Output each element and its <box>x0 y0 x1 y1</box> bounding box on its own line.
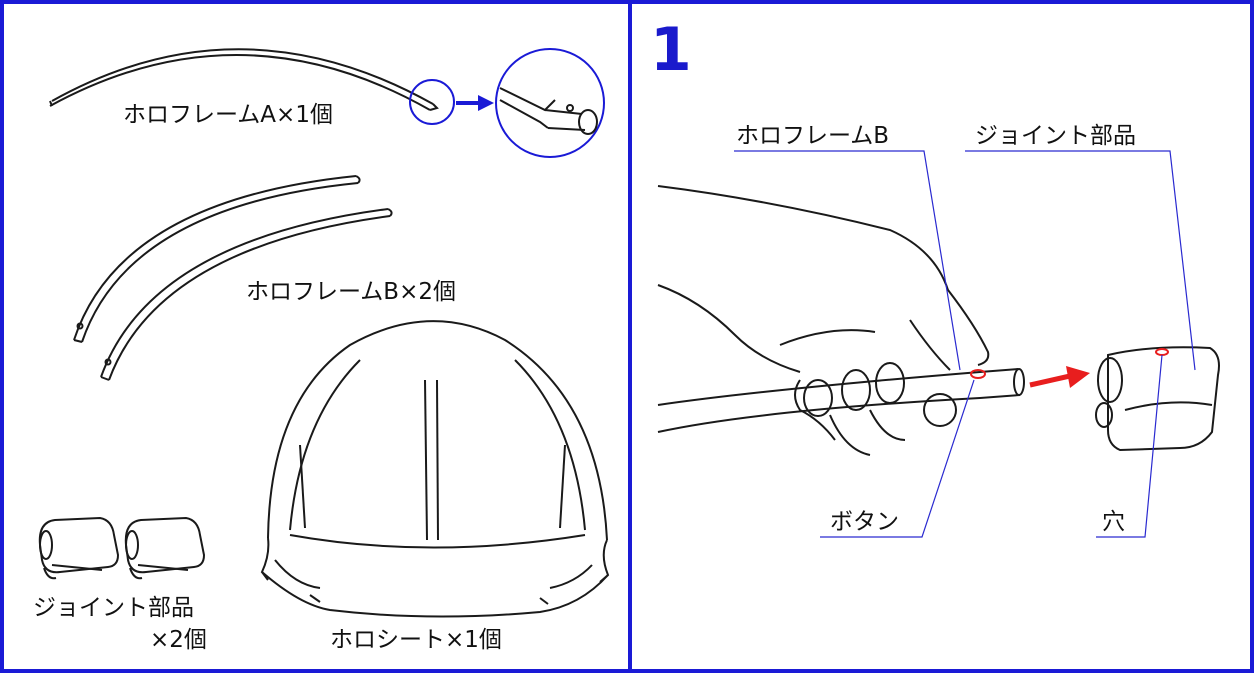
label-joint-callout: ジョイント部品 <box>975 123 1136 149</box>
label-frame-b: ホロフレームB×2個 <box>246 279 456 305</box>
label-hole-callout: 穴 <box>1102 509 1125 535</box>
frame-b-illustration <box>73 175 393 381</box>
label-frame-b-callout: ホロフレームB <box>736 123 890 149</box>
step-number: 1 <box>650 15 692 85</box>
zoom-detail-circle <box>495 48 605 158</box>
zoom-arrow-icon <box>456 95 494 111</box>
joint-part-closeup <box>1095 346 1220 452</box>
magnify-circle-icon <box>409 79 455 125</box>
leader-lines <box>734 150 1196 538</box>
insert-arrow-icon <box>1029 366 1090 388</box>
frame-a-illustration <box>49 48 439 111</box>
canopy-sheet-illustration <box>260 320 610 618</box>
frame-a-end-detail <box>499 87 598 135</box>
button-marker <box>970 369 986 379</box>
label-sheet: ホロシート×1個 <box>330 627 502 653</box>
frame-b-pole <box>657 368 1025 433</box>
label-joint-parts: ジョイント部品 <box>33 595 194 621</box>
hand-illustration <box>657 185 990 456</box>
label-joint-count: ×2個 <box>150 627 207 653</box>
joint-part-illustration-1 <box>38 516 120 580</box>
hole-marker <box>1155 348 1169 356</box>
label-button-callout: ボタン <box>830 509 899 535</box>
label-frame-a: ホロフレームA×1個 <box>123 102 333 128</box>
joint-part-illustration-2 <box>124 516 206 580</box>
